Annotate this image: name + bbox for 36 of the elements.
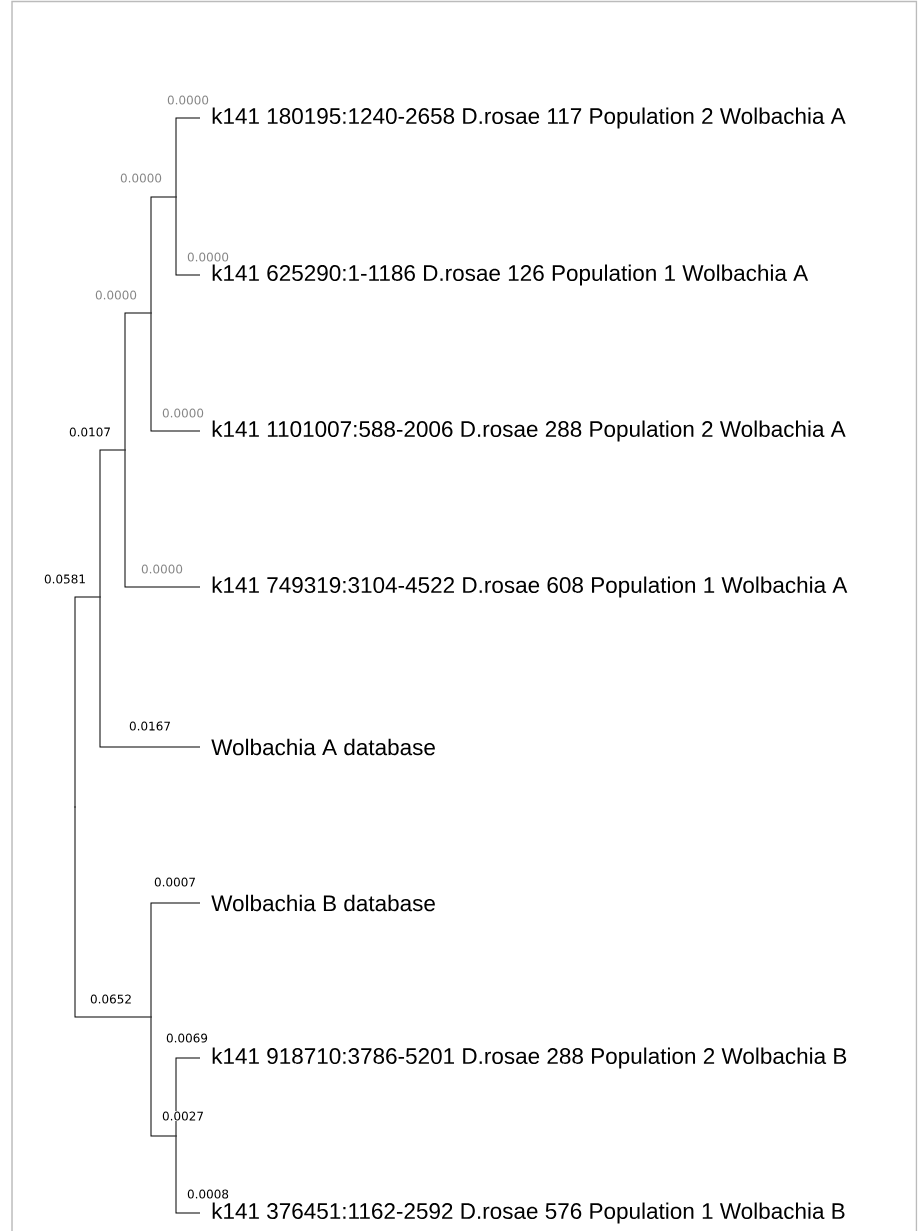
tree-branch <box>74 596 100 808</box>
tree-branch <box>150 902 201 1018</box>
tree-branch <box>150 196 176 314</box>
tree-branch <box>175 117 201 198</box>
branch-length: 0.0000 <box>119 172 163 184</box>
leaf-label: Wolbachia B database <box>211 894 435 912</box>
tree-branch <box>150 1016 176 1137</box>
tree-branch <box>175 1057 201 1137</box>
leaf-label: k141 1101007:588-2006 D.rosae 288 Population 2 Wolbachia A <box>212 420 846 442</box>
branch-length: 0.0000 <box>94 289 138 301</box>
branch-length: 0.0652 <box>89 994 133 1005</box>
tree-branch <box>175 1135 201 1214</box>
branch-length: 0.0027 <box>161 1111 205 1122</box>
branch-length: 0.0007 <box>153 876 197 888</box>
branch-length: 0.0000 <box>166 94 210 106</box>
tree-branch <box>74 806 151 1018</box>
leaf-label: k141 180195:1240-2658 D.rosae 117 Population 2 Wolbachia A <box>212 107 846 129</box>
branch-length: 0.0581 <box>43 573 87 585</box>
tree-branch <box>124 449 201 588</box>
branch-length: 0.0000 <box>140 563 184 575</box>
leaf-label: k141 918710:3786-5201 D.rosae 288 Population 2 Wolbachia B <box>212 1047 847 1069</box>
tree-branch <box>99 596 201 748</box>
leaf-label: k141 749319:3104-4522 D.rosae 608 Population 1 Wolbachia A <box>212 576 848 598</box>
tree-branch <box>175 196 201 276</box>
branch-length: 0.0167 <box>128 720 172 732</box>
tree-branch <box>124 312 151 451</box>
tree-branch <box>99 449 125 598</box>
leaf-label: k141 376451:1162-2592 D.rosae 576 Population 1 Wolbachia B <box>212 1202 845 1224</box>
branch-length: 0.0069 <box>165 1032 209 1044</box>
tree-branch <box>150 312 201 432</box>
branch-length: 0.0000 <box>161 407 205 419</box>
leaf-label: k141 625290:1-1186 D.rosae 126 Population 1 Wolbachia A <box>212 264 809 286</box>
leaf-label: Wolbachia A database <box>211 738 435 756</box>
branch-length: 0.0008 <box>186 1189 230 1200</box>
branch-length: 0.0107 <box>68 426 112 438</box>
branch-length: 0.0000 <box>186 251 230 263</box>
